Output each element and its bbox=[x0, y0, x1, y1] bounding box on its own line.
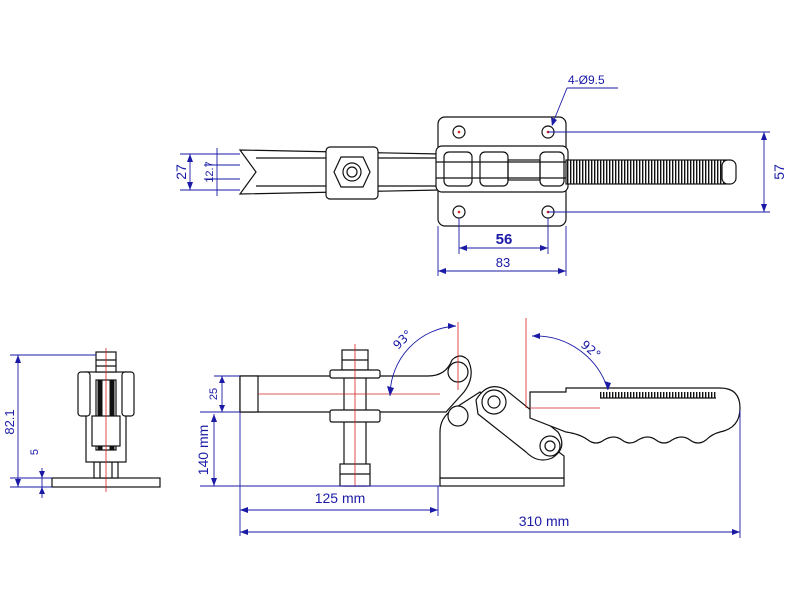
dim-height-outer: 27 bbox=[173, 164, 189, 180]
side-view bbox=[239, 318, 741, 487]
pivot-link-lower bbox=[539, 435, 561, 457]
holes-callout-label: 4-Ø9.5 bbox=[568, 73, 605, 87]
dim-bar: 25 bbox=[208, 388, 220, 400]
side-base bbox=[439, 477, 565, 487]
pivot-middle bbox=[447, 405, 469, 427]
end-view bbox=[51, 348, 161, 492]
dim-spindle-offset: 125 mm bbox=[315, 490, 366, 506]
angle-handle: 92° bbox=[578, 338, 603, 362]
side-view-dimensions: 25 140 mm 125 mm 310 mm 93° 92° bbox=[195, 323, 741, 538]
dim-hole-pitch-y: 57 bbox=[771, 164, 787, 180]
side-handle-grip bbox=[600, 392, 716, 398]
end-view-dimensions: 82.1 5 bbox=[2, 354, 96, 498]
top-mounting-holes bbox=[452, 125, 555, 219]
side-handle bbox=[529, 387, 741, 444]
dim-overall-length: 310 mm bbox=[519, 513, 570, 529]
top-view bbox=[238, 116, 737, 227]
dim-reach: 140 mm bbox=[195, 425, 211, 476]
pivot-link-upper bbox=[481, 389, 507, 415]
dim-base-width: 83 bbox=[496, 255, 510, 270]
dim-end-base: 5 bbox=[29, 449, 41, 455]
angle-open: 93° bbox=[390, 327, 415, 352]
dim-height-inner: 12.7 bbox=[204, 161, 216, 182]
dim-hole-pitch-x: 56 bbox=[496, 231, 513, 248]
dim-end-height: 82.1 bbox=[2, 409, 17, 434]
top-view-dimensions: 4-Ø9.5 27 12.7 57 56 83 bbox=[173, 73, 787, 276]
top-handle-grip bbox=[565, 159, 727, 185]
top-handle-end bbox=[721, 159, 737, 185]
